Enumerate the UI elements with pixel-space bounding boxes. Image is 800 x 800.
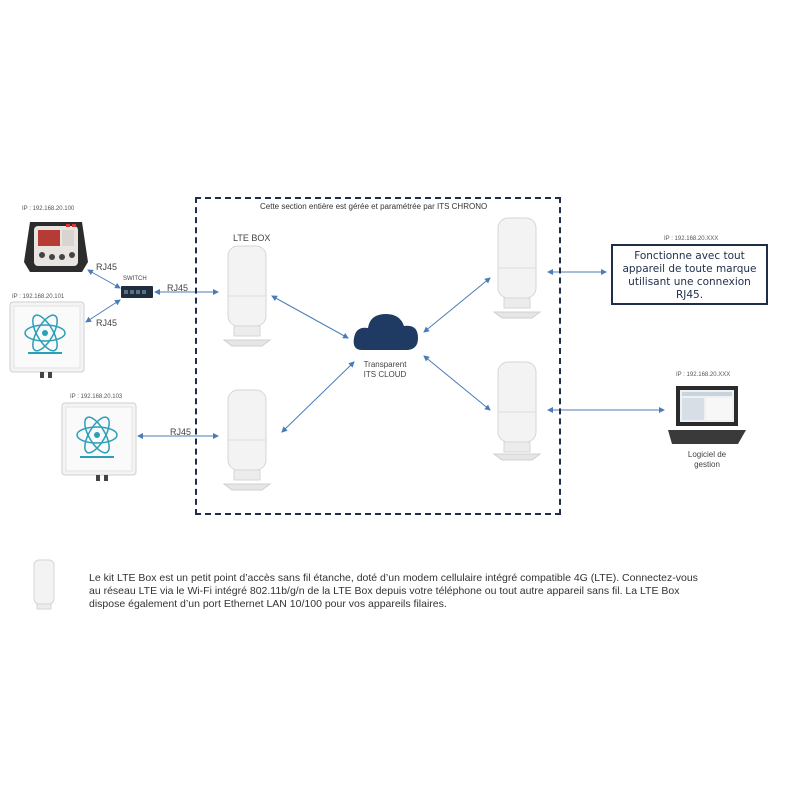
- arrow-timer-switch: [87, 269, 121, 289]
- callout-line-3: utilisant une connexion: [628, 276, 751, 288]
- ip-label-timer: IP : 192.168.20.100: [22, 206, 75, 212]
- rj45-label-3: RJ45: [167, 283, 189, 293]
- callout-line-1: Fonctionne avec tout: [634, 250, 745, 262]
- laptop-icon: [668, 386, 746, 444]
- rj45-label-4: RJ45: [170, 427, 192, 437]
- lte-box-2: [222, 389, 272, 491]
- rj45-label-1: RJ45: [96, 262, 118, 272]
- laptop-label-line-2: gestion: [694, 460, 720, 469]
- arrow-lte2-cloud: [281, 361, 355, 433]
- atom-panel-device-1: [9, 301, 85, 378]
- ip-label-panel-2: IP : 192.168.20.103: [70, 394, 123, 400]
- description-line-1: Le kit LTE Box est un petit point d’accè…: [89, 572, 698, 584]
- rj45-label-2: RJ45: [96, 318, 118, 328]
- lte-box-thumbnail: [33, 559, 55, 610]
- ip-label-panel-1: IP : 192.168.20.101: [12, 294, 65, 300]
- compatibility-callout: Fonctionne avec tout appareil de toute m…: [611, 244, 768, 305]
- managed-section-frame: [195, 197, 561, 515]
- lte-box-4: [492, 361, 542, 461]
- atom-panel-device-2: [61, 402, 137, 481]
- arrow-panel-switch: [85, 299, 121, 323]
- arrow-lte1-cloud: [271, 295, 349, 339]
- network-switch: [121, 286, 153, 298]
- cloud-icon: [353, 314, 418, 350]
- laptop-label-line-1: Logiciel de: [687, 450, 727, 459]
- lte-box-1: [222, 245, 272, 347]
- ip-label-right-bottom: IP : 192.168.20.XXX: [676, 372, 731, 378]
- callout-line-4: RJ45.: [675, 289, 704, 301]
- switch-label: SWITCH: [123, 276, 147, 282]
- cloud-label-line-1: Transparent: [363, 360, 407, 369]
- cloud-label: Transparent ITS CLOUD: [353, 360, 417, 380]
- description-line-2: au réseau LTE via le Wi-Fi intégré 802.1…: [89, 585, 680, 597]
- laptop-label: Logiciel de gestion: [672, 450, 742, 470]
- section-title: Cette section entière est gérée et param…: [260, 202, 488, 211]
- timer-device: [24, 222, 88, 272]
- lte-box-label: LTE BOX: [233, 233, 271, 243]
- cloud-label-line-2: ITS CLOUD: [363, 370, 407, 379]
- arrow-cloud-lte4: [423, 355, 491, 411]
- description-line-3: dispose également d’un port Ethernet LAN…: [89, 598, 447, 610]
- callout-line-2: appareil de toute marque: [622, 263, 757, 275]
- arrow-cloud-lte3: [423, 277, 491, 333]
- lte-box-3: [492, 217, 542, 319]
- description-text: Le kit LTE Box est un petit point d’accè…: [89, 572, 698, 611]
- ip-label-right-top: IP : 192.168.20.XXX: [664, 236, 719, 242]
